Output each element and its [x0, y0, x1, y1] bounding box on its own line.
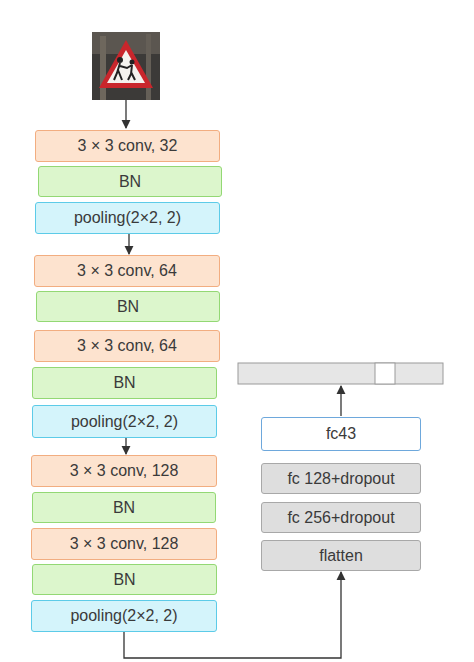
layer-label: 3 × 3 conv, 64	[77, 262, 177, 280]
layer-label: fc43	[326, 425, 356, 443]
batchnorm-layer: BN	[32, 367, 217, 399]
output-vector	[238, 363, 443, 384]
layer-label: pooling(2×2, 2)	[70, 607, 177, 625]
layer-label: pooling(2×2, 2)	[71, 413, 178, 431]
layer-label: flatten	[319, 547, 363, 565]
fc-layer: fc 256+dropout	[261, 502, 421, 533]
layer-label: fc 128+dropout	[287, 470, 394, 488]
batchnorm-layer: BN	[32, 564, 217, 595]
layer-label: BN	[117, 298, 139, 316]
conv-layer: 3 × 3 conv, 64	[34, 255, 220, 287]
pooling-layer: pooling(2×2, 2)	[32, 405, 217, 438]
layer-label: BN	[113, 499, 135, 517]
input-arrow	[125, 100, 126, 128]
fc-layer: fc 128+dropout	[261, 463, 421, 494]
layer-label: 3 × 3 conv, 128	[70, 535, 179, 553]
layer-label: pooling(2×2, 2)	[74, 209, 181, 227]
layer-label: BN	[113, 571, 135, 589]
batchnorm-layer: BN	[32, 492, 216, 523]
layer-label: 3 × 3 conv, 128	[70, 462, 179, 480]
layer-label: fc 256+dropout	[287, 509, 394, 527]
input-image	[92, 32, 160, 100]
pooling-layer: pooling(2×2, 2)	[35, 202, 220, 234]
layer-label: 3 × 3 conv, 64	[77, 337, 177, 355]
layer-label: 3 × 3 conv, 32	[78, 137, 178, 155]
output-fc-layer: fc43	[261, 417, 421, 451]
flow-arrow	[128, 234, 129, 254]
conv-layer: 3 × 3 conv, 128	[31, 528, 217, 560]
layer-label: BN	[113, 374, 135, 392]
flatten-layer: flatten	[261, 540, 421, 571]
batchnorm-layer: BN	[38, 166, 222, 197]
conv-layer: 3 × 3 conv, 32	[35, 130, 220, 162]
conv-layer: 3 × 3 conv, 128	[31, 455, 217, 487]
layer-label: BN	[119, 173, 141, 191]
batchnorm-layer: BN	[36, 291, 220, 322]
pooling-layer: pooling(2×2, 2)	[31, 600, 217, 632]
conv-layer: 3 × 3 conv, 64	[34, 330, 220, 362]
flow-arrow	[125, 438, 126, 454]
output-arrow	[340, 386, 341, 416]
